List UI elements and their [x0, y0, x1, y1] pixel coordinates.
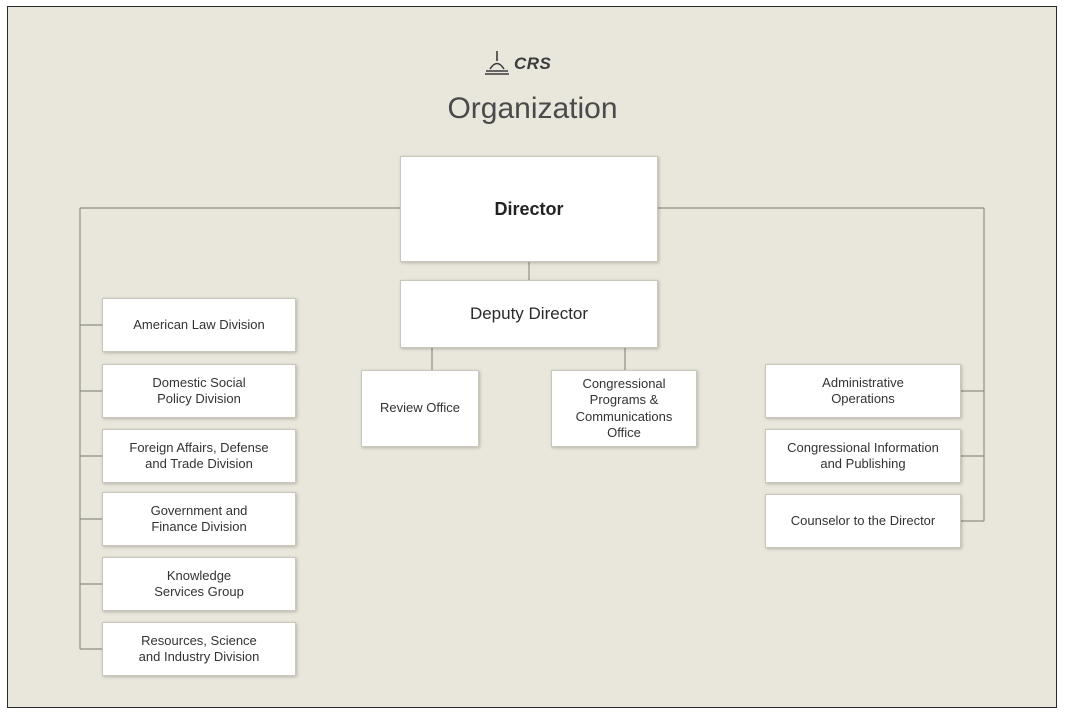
logo-text: CRS	[514, 54, 552, 73]
division-box-knowledge-services: Knowledge Services Group	[102, 557, 296, 611]
review-office-box: Review Office	[361, 370, 479, 447]
division-box-domestic-social-policy: Domestic Social Policy Division	[102, 364, 296, 418]
page-title: Organization	[447, 92, 618, 125]
director-box: Director	[400, 156, 658, 262]
deputy-director-box: Deputy Director	[400, 280, 658, 348]
division-box-resources-science: Resources, Science and Industry Division	[102, 622, 296, 676]
operations-box-congressional-information: Congressional Information and Publishing	[765, 429, 961, 483]
division-box-american-law: American Law Division	[102, 298, 296, 352]
operations-box-counselor: Counselor to the Director	[765, 494, 961, 548]
crs-logo: CRS	[484, 46, 551, 82]
operations-box-administrative: Administrative Operations	[765, 364, 961, 418]
capitol-dome-icon	[485, 51, 509, 75]
congressional-programs-office-box: Congressional Programs & Communications …	[551, 370, 697, 447]
division-box-foreign-affairs: Foreign Affairs, Defense and Trade Divis…	[102, 429, 296, 483]
division-box-government-finance: Government and Finance Division	[102, 492, 296, 546]
